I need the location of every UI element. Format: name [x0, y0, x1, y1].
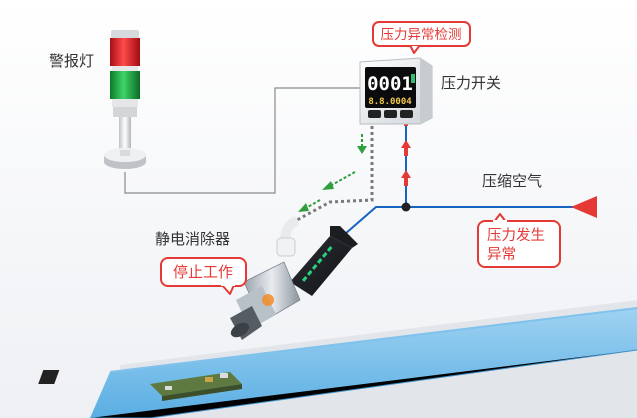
red-arrow-icon: [401, 140, 411, 156]
display-bottom-value: 8.8.0004: [368, 97, 412, 107]
bubble-pressure-detect-text: 压力异常检测: [381, 27, 462, 43]
bubble-stop-work-text: 停止工作: [173, 263, 233, 281]
signal-wire: [124, 87, 360, 194]
switch-button[interactable]: [400, 110, 413, 118]
pipe-junction: [401, 202, 411, 212]
circuit-board: [38, 370, 242, 401]
label-compressed-air: 压缩空气: [482, 172, 542, 190]
green-arrow-icon: [298, 203, 309, 212]
pressure-switch: 0001 8.8.0004: [359, 57, 433, 125]
bubble-pressure-fault-line2: 异常: [487, 246, 516, 263]
brand-logo-icon: [262, 294, 274, 306]
bubble-pressure-fault-line1: 压力发生: [487, 227, 545, 244]
label-alarm-light: 警报灯: [49, 52, 94, 70]
pressure-display: [365, 67, 416, 108]
switch-button[interactable]: [384, 110, 397, 118]
alarm-light: [104, 30, 146, 169]
red-arrow-icon: [401, 170, 411, 186]
control-signal-path: [296, 126, 374, 222]
status-leds: [301, 246, 333, 282]
bubble-pressure-detect: 压力异常检测: [372, 21, 471, 54]
air-inlet-arrow: [571, 196, 597, 218]
bubble-pressure-fault: 压力发生 异常: [477, 213, 561, 268]
bubble-stop-work: 停止工作: [160, 257, 247, 295]
static-eliminator: [230, 215, 358, 340]
label-static-eliminator: 静电消除器: [155, 230, 230, 248]
air-pipe: [344, 118, 597, 235]
green-arrow-icon: [357, 146, 367, 154]
display-top-value: 0001: [367, 73, 413, 95]
label-pressure-switch: 压力开关: [441, 74, 501, 92]
switch-button[interactable]: [368, 110, 381, 118]
green-arrow-icon: [322, 181, 334, 190]
